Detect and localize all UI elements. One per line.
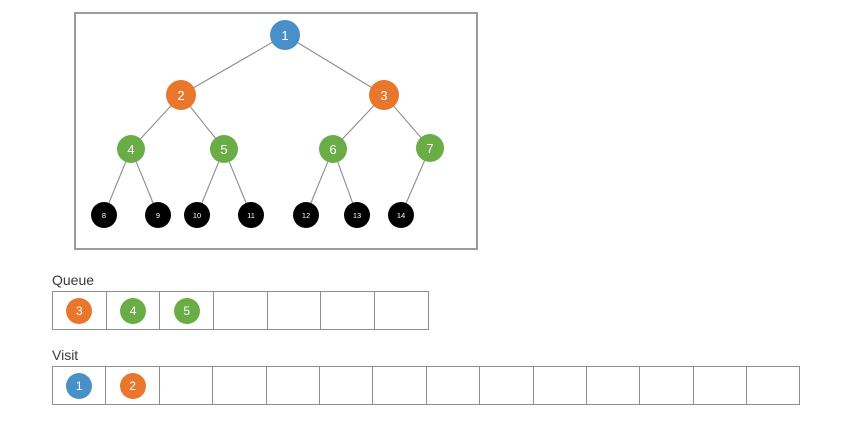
tree-edge-6-12 — [310, 160, 329, 205]
tree-node-6[interactable]: 6 — [319, 135, 347, 163]
tree-node-label-13: 13 — [353, 211, 361, 220]
visit-cell-8[interactable] — [480, 367, 534, 405]
tree-node-11[interactable]: 11 — [238, 202, 264, 228]
tree-node-circle-14 — [388, 202, 414, 228]
tree-edge-1-2 — [192, 41, 274, 89]
tree-node-label-12: 12 — [302, 211, 310, 220]
queue-cell-6[interactable] — [375, 292, 429, 330]
tree-node-circle-9 — [145, 202, 171, 228]
tree-node-5[interactable]: 5 — [210, 135, 238, 163]
tree-node-8[interactable]: 8 — [91, 202, 117, 228]
tree-node-12[interactable]: 12 — [293, 202, 319, 228]
tree-node-2[interactable]: 2 — [166, 80, 196, 110]
visit-cell-3[interactable] — [213, 367, 267, 405]
tree-node-13[interactable]: 13 — [344, 202, 370, 228]
visit-token-1: 1 — [66, 372, 93, 399]
tree-node-10[interactable]: 10 — [184, 202, 210, 228]
queue-cell-2[interactable]: 5 — [160, 292, 215, 330]
tree-node-label-11: 11 — [247, 211, 255, 220]
visit-cell-12[interactable] — [693, 367, 748, 405]
visit-label: Visit — [52, 347, 79, 363]
tree-node-label-10: 10 — [193, 211, 201, 220]
tree-node-label-4: 4 — [127, 142, 134, 157]
queue-token-3: 3 — [66, 297, 93, 324]
tree-node-label-6: 6 — [329, 142, 336, 157]
tree-node-circle-2 — [166, 80, 196, 110]
visit-cell-11[interactable] — [640, 367, 694, 405]
queue-cell-1[interactable]: 4 — [106, 292, 161, 330]
visit-cell-13[interactable] — [747, 367, 801, 405]
tree-node-circle-3 — [369, 80, 399, 110]
tree-node-1[interactable]: 1 — [270, 20, 300, 50]
tree-node-circle-8 — [91, 202, 117, 228]
visit-cell-2[interactable] — [159, 367, 214, 405]
tree-node-label-14: 14 — [397, 211, 405, 220]
tree-node-circle-13 — [344, 202, 370, 228]
tree-node-label-2: 2 — [177, 88, 184, 103]
tree-edge-3-7 — [392, 105, 422, 139]
queue-cell-4[interactable] — [267, 292, 322, 330]
visit-cell-0[interactable]: 1 — [53, 367, 107, 405]
queue-cell-5[interactable] — [321, 292, 376, 330]
tree-edge-2-4 — [139, 104, 172, 140]
visit-cell-1[interactable]: 2 — [106, 367, 160, 405]
tree-edge-6-13 — [336, 161, 354, 204]
tree-node-label-5: 5 — [220, 142, 227, 157]
tree-node-circle-12 — [293, 202, 319, 228]
tree-node-label-1: 1 — [281, 28, 288, 43]
tree-edge-5-11 — [228, 160, 247, 205]
tree-edge-4-9 — [135, 160, 154, 205]
tree-edge-5-10 — [201, 160, 220, 205]
queue-cell-3[interactable] — [214, 292, 268, 330]
tree-node-circle-5 — [210, 135, 238, 163]
tree-node-9[interactable]: 9 — [145, 202, 171, 228]
visit-cell-4[interactable] — [266, 367, 320, 405]
tree-node-circle-1 — [270, 20, 300, 50]
tree-node-circle-11 — [238, 202, 264, 228]
tree-node-3[interactable]: 3 — [369, 80, 399, 110]
tree-node-14[interactable]: 14 — [388, 202, 414, 228]
tree-node-7[interactable]: 7 — [416, 134, 444, 162]
visit-cell-9[interactable] — [533, 367, 587, 405]
tree-node-4[interactable]: 4 — [117, 135, 145, 163]
queue-token-4: 4 — [120, 297, 147, 324]
tree-node-label-8: 8 — [102, 211, 106, 220]
tree-node-label-7: 7 — [426, 141, 433, 156]
tree-edge-7-14 — [405, 159, 426, 205]
visit-token-2: 2 — [119, 372, 146, 399]
tree-edge-2-5 — [189, 105, 217, 140]
visit-cell-5[interactable] — [319, 367, 374, 405]
tree-node-circle-7 — [416, 134, 444, 162]
tree-node-label-3: 3 — [380, 88, 387, 103]
tree-node-label-9: 9 — [156, 211, 160, 220]
tree-edge-1-3 — [296, 41, 373, 89]
tree-edge-group — [108, 41, 426, 205]
visit-cell-10[interactable] — [586, 367, 641, 405]
tree-node-circle-6 — [319, 135, 347, 163]
tree-edge-4-8 — [108, 160, 127, 205]
queue-label: Queue — [52, 272, 95, 288]
visit-cell-6[interactable] — [373, 367, 427, 405]
queue-token-5: 5 — [173, 297, 200, 324]
tree-node-circle-4 — [117, 135, 145, 163]
tree-edge-3-6 — [341, 104, 375, 140]
tree-node-circle-10 — [184, 202, 210, 228]
queue-cell-0[interactable]: 3 — [53, 292, 107, 330]
visit-cell-7[interactable] — [426, 367, 481, 405]
